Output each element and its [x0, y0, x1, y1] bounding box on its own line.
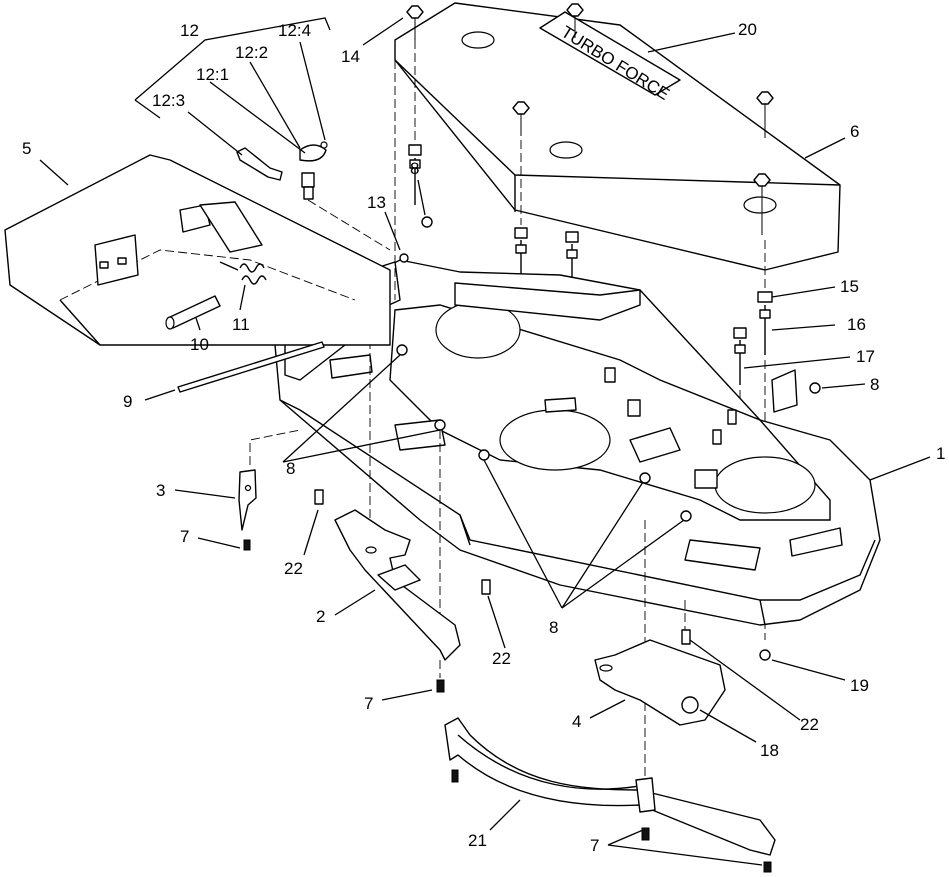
callout-22-mid: 22 [492, 649, 511, 668]
callout-18: 18 [760, 741, 779, 760]
chute-tube [165, 295, 221, 330]
callout-labels: 12 12:4 12:2 12:1 12:3 14 20 6 5 8 13 15… [22, 20, 945, 855]
callout-8-bottom: 8 [549, 618, 558, 637]
callout-5: 5 [22, 139, 31, 158]
callout-1: 1 [936, 444, 945, 463]
callout-15: 15 [840, 277, 859, 296]
callout-4: 4 [572, 712, 581, 731]
callout-7-bottom: 7 [590, 836, 599, 855]
callout-12-4: 12:4 [278, 21, 311, 40]
callout-12-1: 12:1 [196, 65, 229, 84]
callout-16: 16 [847, 315, 866, 334]
callout-8-right: 8 [870, 375, 879, 394]
callout-22-right: 22 [800, 715, 819, 734]
knob [512, 101, 530, 136]
leader-lines [39, 17, 931, 866]
callout-14: 14 [341, 47, 360, 66]
callout-19: 19 [850, 676, 869, 695]
torsion-spring [219, 261, 267, 285]
callout-12: 12 [180, 21, 199, 40]
callout-7-mid: 7 [364, 694, 373, 713]
deck-baffle [334, 509, 461, 693]
knob [756, 91, 774, 138]
callout-17: 17 [856, 347, 875, 366]
front-bumper [444, 717, 776, 873]
knob [753, 173, 771, 235]
front-bracket [238, 469, 257, 551]
callout-8-left: 8 [286, 459, 295, 478]
callout-13: 13 [367, 193, 386, 212]
callout-12-2: 12:2 [235, 43, 268, 62]
callout-10: 10 [190, 335, 209, 354]
deflector-kit-assembly [236, 141, 391, 251]
deck-top-cover [394, 2, 841, 271]
knob [406, 5, 424, 40]
callout-3: 3 [156, 481, 165, 500]
discharge-chute [4, 154, 391, 346]
callout-7-left: 7 [180, 527, 189, 546]
knob [566, 3, 584, 38]
callout-2: 2 [316, 607, 325, 626]
callout-12-3: 12:3 [152, 91, 185, 110]
bolts [314, 216, 821, 661]
callout-20: 20 [738, 20, 757, 39]
callout-6: 6 [850, 122, 859, 141]
callout-11: 11 [232, 315, 250, 334]
callout-8-top: 8 [410, 159, 419, 178]
callout-21: 21 [468, 831, 487, 850]
callout-22-left: 22 [284, 559, 303, 578]
pivot-rod [177, 341, 325, 393]
callout-9: 9 [123, 392, 132, 411]
deck-skid-bracket [594, 631, 726, 726]
knob-fasteners [406, 3, 774, 235]
